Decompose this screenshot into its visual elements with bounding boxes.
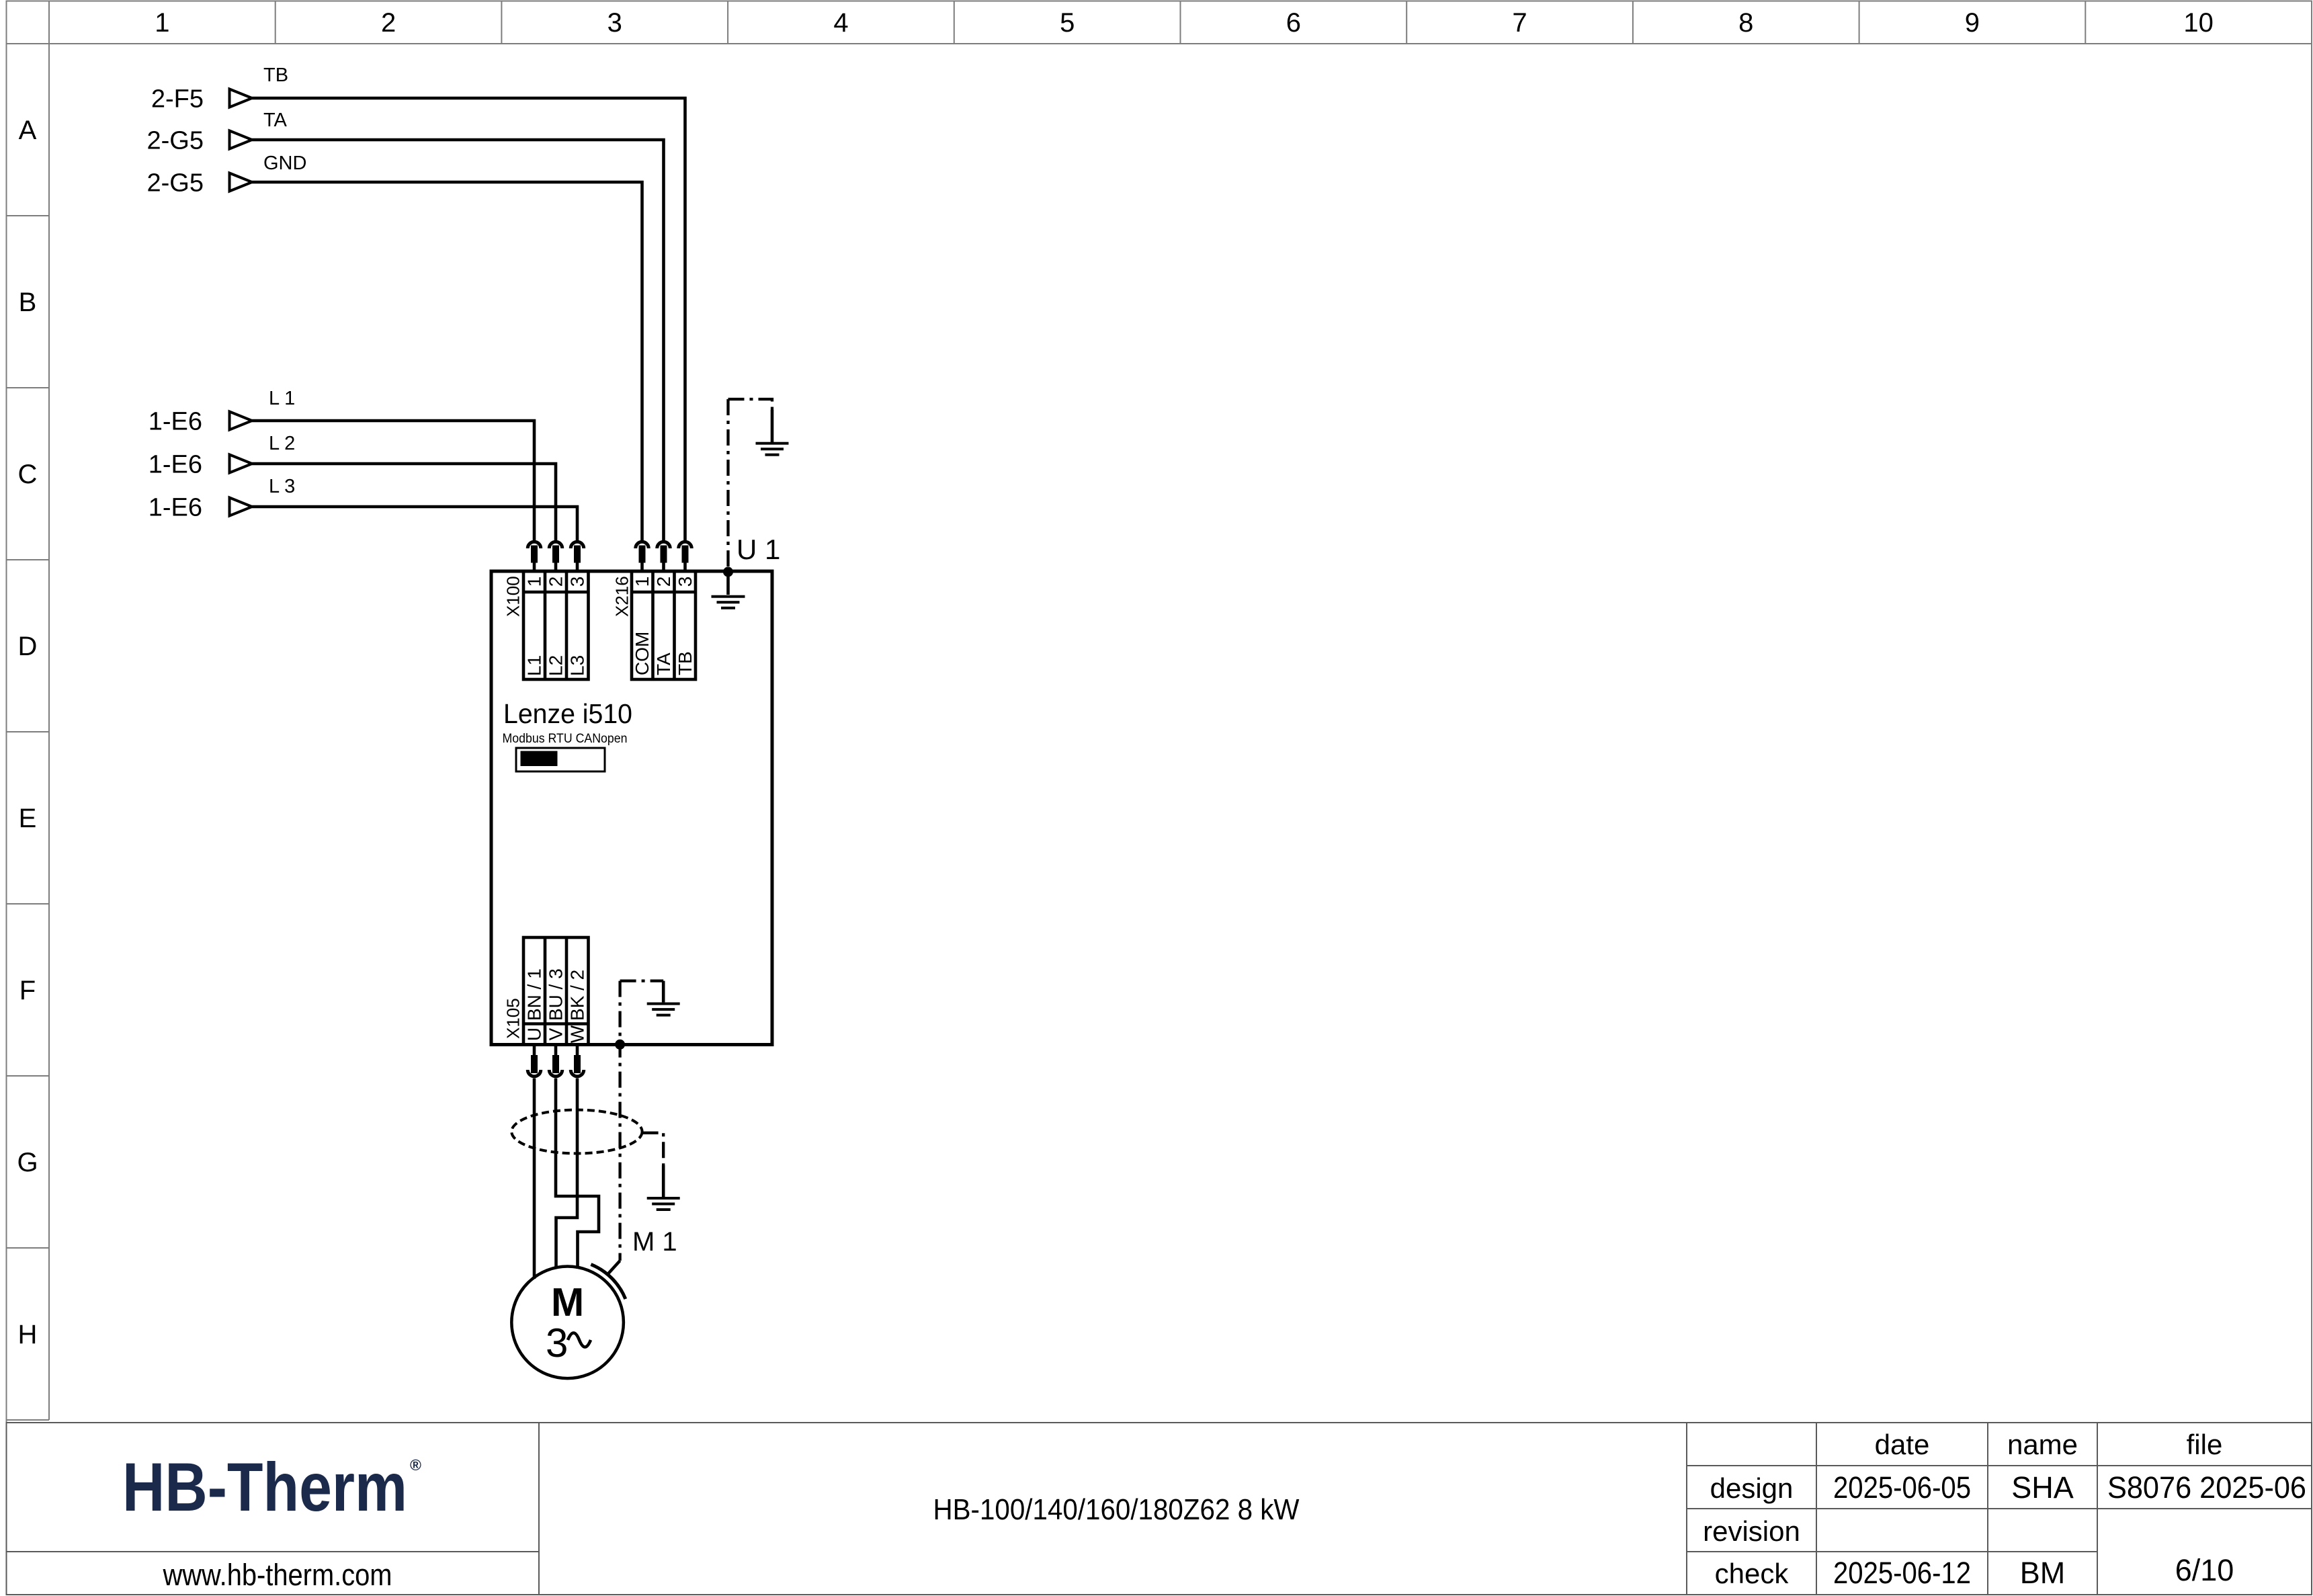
- svg-text:www.hb-therm.com: www.hb-therm.com: [163, 1558, 392, 1592]
- svg-text:S8076 2025-06: S8076 2025-06: [2107, 1470, 2306, 1505]
- svg-text:U 1: U 1: [737, 534, 780, 565]
- svg-text:2-F5: 2-F5: [151, 85, 204, 114]
- svg-text:2025-06-05: 2025-06-05: [1833, 1470, 1971, 1505]
- svg-text:2: 2: [653, 577, 674, 587]
- svg-text:date: date: [1875, 1429, 1930, 1460]
- svg-text:®: ®: [410, 1456, 421, 1474]
- svg-text:3: 3: [607, 8, 622, 38]
- svg-text:2-G5: 2-G5: [147, 127, 204, 155]
- svg-text:HB-100/140/160/180Z62 8 kW: HB-100/140/160/180Z62 8 kW: [933, 1493, 1300, 1526]
- svg-text:U: U: [524, 1027, 545, 1041]
- svg-text:BM: BM: [2020, 1556, 2066, 1590]
- svg-text:TB: TB: [675, 651, 696, 675]
- svg-text:1: 1: [155, 8, 169, 38]
- svg-text:2: 2: [546, 577, 566, 587]
- svg-text:Lenze i510: Lenze i510: [503, 698, 632, 729]
- svg-text:8: 8: [1738, 8, 1753, 38]
- svg-text:2025-06-12: 2025-06-12: [1833, 1556, 1971, 1590]
- svg-text:2: 2: [381, 8, 396, 38]
- svg-text:G: G: [17, 1148, 38, 1177]
- svg-text:3: 3: [567, 577, 588, 587]
- svg-text:L2: L2: [546, 655, 566, 676]
- svg-text:Modbus RTU CANopen: Modbus RTU CANopen: [503, 732, 628, 746]
- svg-text:L1: L1: [524, 655, 545, 676]
- svg-text:6/10: 6/10: [2175, 1553, 2234, 1587]
- svg-text:L 2: L 2: [269, 433, 295, 454]
- svg-text:L 3: L 3: [269, 476, 295, 497]
- svg-text:H: H: [18, 1320, 38, 1349]
- svg-text:1-E6: 1-E6: [149, 451, 202, 479]
- svg-text:file: file: [2187, 1429, 2223, 1460]
- svg-text:1-E6: 1-E6: [149, 408, 202, 436]
- svg-text:TB: TB: [263, 65, 288, 86]
- svg-text:COM: COM: [632, 632, 653, 675]
- svg-text:V: V: [546, 1027, 566, 1040]
- svg-text:L 1: L 1: [269, 388, 295, 409]
- svg-text:4: 4: [833, 8, 848, 38]
- svg-text:revision: revision: [1703, 1515, 1800, 1547]
- svg-text:M: M: [551, 1280, 584, 1325]
- svg-text:1: 1: [632, 577, 653, 587]
- svg-text:X105: X105: [503, 998, 523, 1039]
- svg-text:3: 3: [675, 577, 696, 587]
- svg-text:C: C: [18, 460, 38, 489]
- svg-text:X216: X216: [612, 576, 632, 617]
- svg-text:SHA: SHA: [2011, 1470, 2074, 1505]
- svg-text:HB-Therm: HB-Therm: [122, 1449, 407, 1525]
- svg-text:X100: X100: [503, 576, 523, 617]
- svg-text:1: 1: [524, 577, 545, 587]
- svg-text:D: D: [18, 632, 38, 661]
- svg-text:TA: TA: [653, 653, 674, 675]
- svg-text:BU / 3: BU / 3: [546, 968, 566, 1021]
- svg-text:design: design: [1710, 1472, 1794, 1504]
- svg-text:name: name: [2007, 1429, 2078, 1460]
- svg-text:10: 10: [2183, 8, 2214, 38]
- svg-text:3: 3: [546, 1320, 568, 1366]
- svg-text:7: 7: [1512, 8, 1527, 38]
- svg-text:E: E: [19, 804, 37, 833]
- svg-text:BN / 1: BN / 1: [524, 968, 545, 1021]
- svg-text:TA: TA: [263, 110, 288, 131]
- svg-text:1-E6: 1-E6: [149, 494, 202, 522]
- svg-text:2-G5: 2-G5: [147, 169, 204, 198]
- svg-text:A: A: [19, 116, 37, 145]
- svg-text:F: F: [19, 976, 36, 1005]
- svg-text:W: W: [567, 1025, 588, 1043]
- svg-text:BK / 2: BK / 2: [567, 970, 588, 1021]
- svg-text:check: check: [1715, 1558, 1790, 1589]
- svg-text:GND: GND: [263, 153, 306, 174]
- svg-text:L3: L3: [567, 655, 588, 676]
- svg-text:M 1: M 1: [632, 1227, 677, 1257]
- svg-text:9: 9: [1965, 8, 1980, 38]
- svg-text:5: 5: [1060, 8, 1075, 38]
- svg-text:B: B: [19, 288, 37, 317]
- svg-text:6: 6: [1286, 8, 1301, 38]
